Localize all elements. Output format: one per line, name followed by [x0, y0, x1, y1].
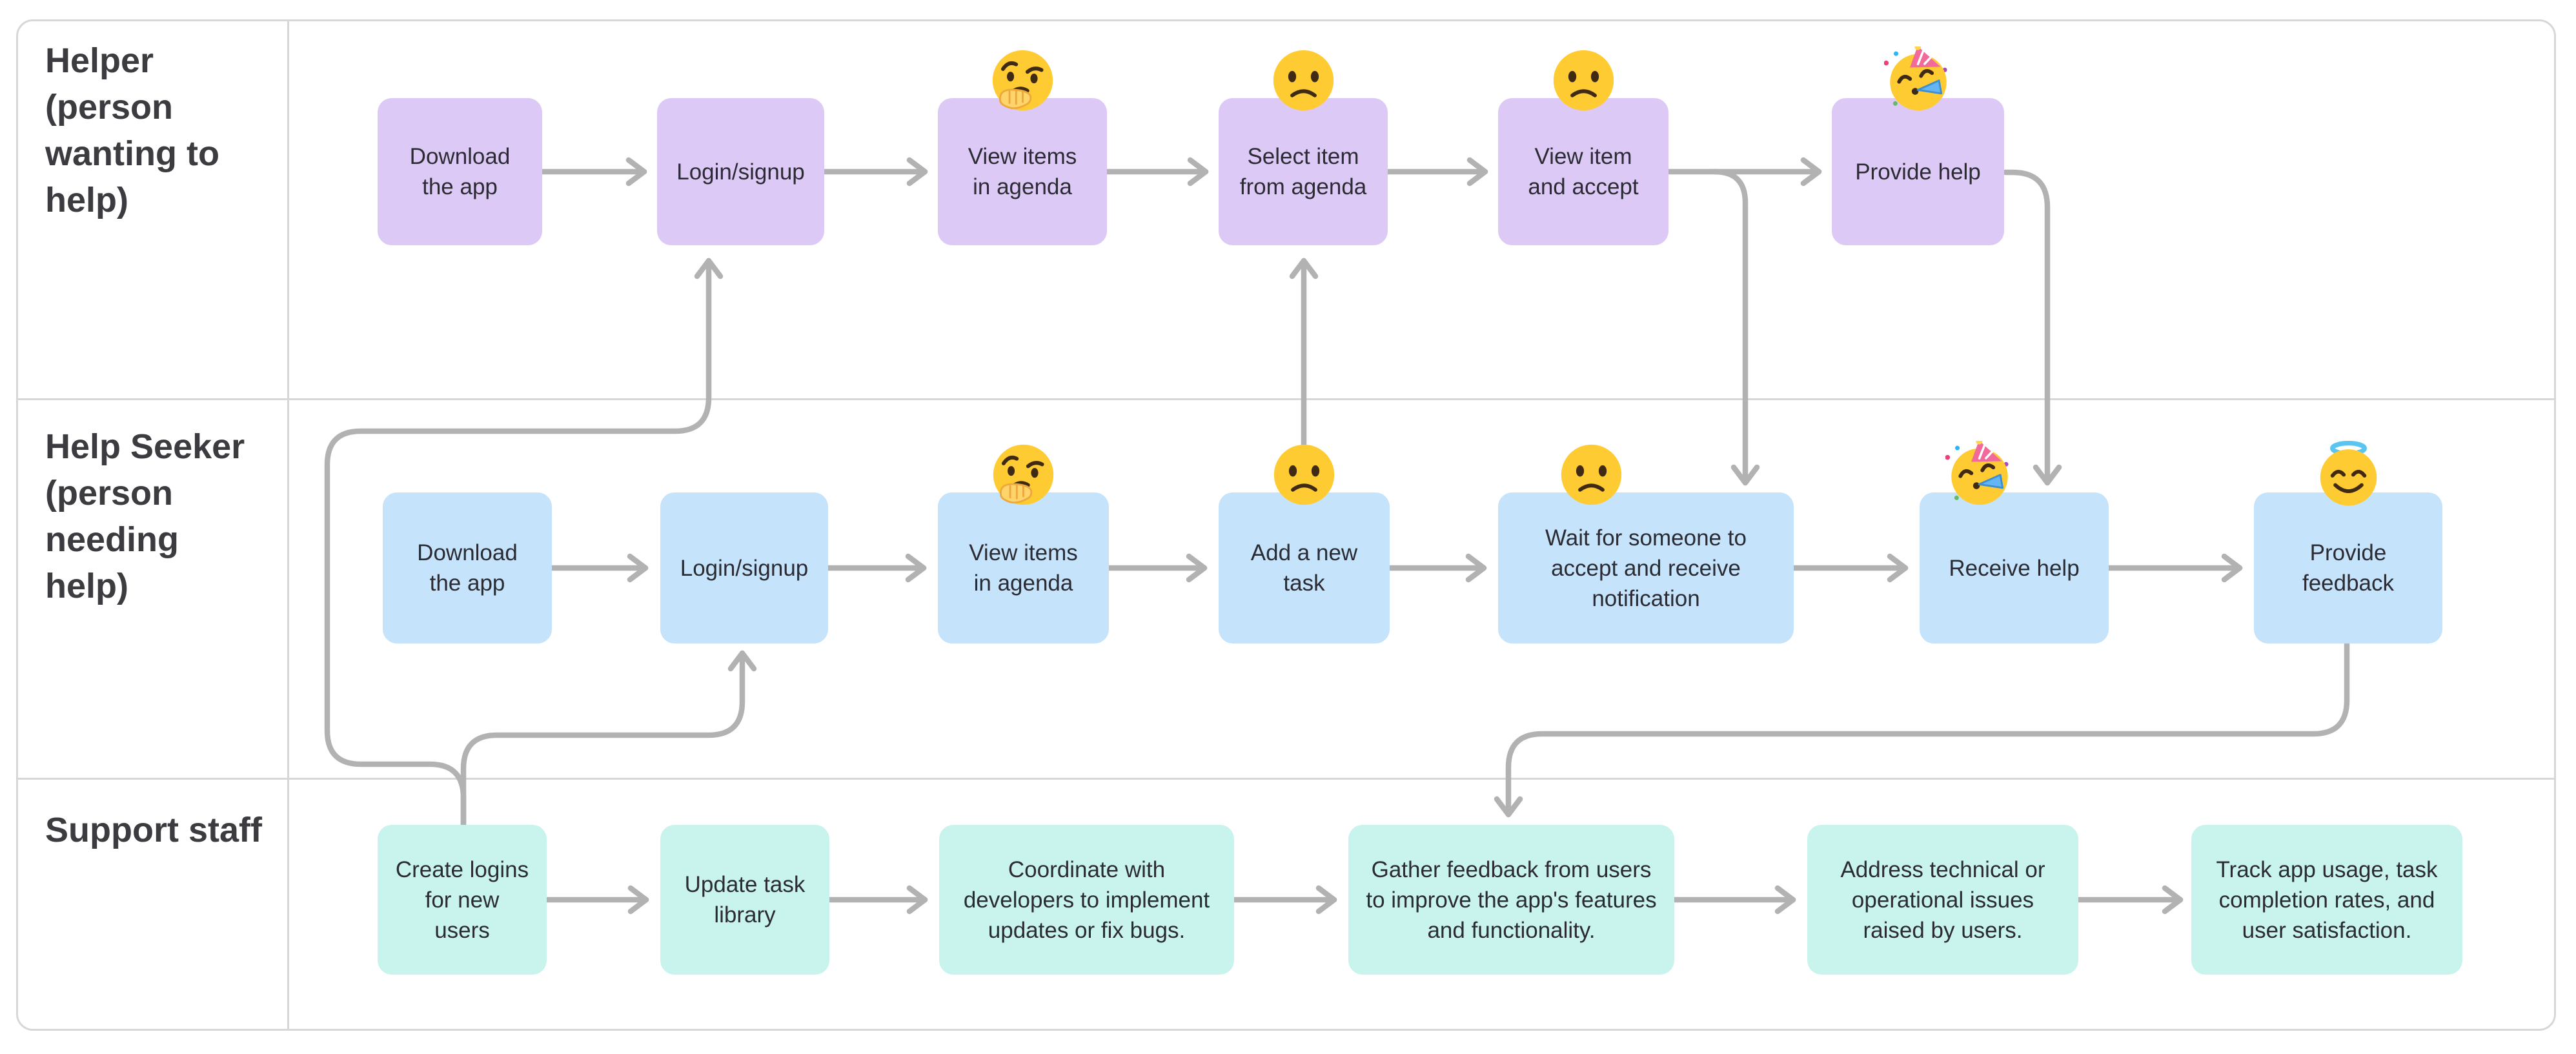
step-seeker-wait-accept[interactable]: Wait for someone to accept and receive n…: [1498, 444, 1794, 644]
step-label: Provide help: [1855, 159, 1981, 185]
lane-divider-2: [16, 778, 2556, 780]
arrow-viewitem-down-to-wait: [1711, 168, 1760, 486]
step-helper-select-item[interactable]: Select item from agenda: [1219, 50, 1388, 245]
step-staff-address-issues[interactable]: Address technical or operational issues …: [1807, 825, 2078, 975]
step-helper-download-app[interactable]: Download the app: [378, 98, 542, 245]
label-column-divider: [287, 19, 289, 1031]
step-seeker-receive-help[interactable]: Receive help: [1920, 441, 2109, 644]
step-seeker-view-items[interactable]: View items in agenda: [938, 444, 1109, 644]
step-helper-provide-help[interactable]: Provide help: [1832, 46, 2004, 245]
step-staff-track-usage[interactable]: Track app usage, task completion rates, …: [2191, 825, 2462, 975]
step-label: Receive help: [1949, 555, 2080, 581]
step-label: Login/signup: [680, 555, 809, 581]
arrow-createlogins-to-helper-login: [324, 258, 724, 828]
step-staff-gather-feedback[interactable]: Gather feedback from users to improve th…: [1348, 825, 1674, 975]
step-label: Track app usage, task completion rates, …: [2216, 856, 2438, 943]
lane-label-help-seeker: Help Seeker (person needing help): [45, 427, 245, 605]
step-label: Login/signup: [676, 159, 805, 185]
lane-divider-1: [16, 398, 2556, 400]
step-label: Coordinate with developers to implement …: [963, 856, 1210, 943]
step-label: View item and accept: [1528, 144, 1639, 199]
step-label: Download the app: [409, 144, 511, 199]
step-label: Update task library: [684, 872, 806, 927]
step-label: Download the app: [417, 540, 518, 596]
step-helper-view-accept[interactable]: View item and accept: [1498, 50, 1668, 245]
step-seeker-download-app[interactable]: Download the app: [383, 492, 552, 644]
step-helper-login-signup[interactable]: Login/signup: [657, 98, 824, 245]
step-staff-update-library[interactable]: Update task library: [660, 825, 829, 975]
step-staff-coordinate-devs[interactable]: Coordinate with developers to implement …: [939, 825, 1234, 975]
step-label: Add a new task: [1250, 540, 1358, 596]
step-label: Create logins for new users: [395, 856, 529, 943]
step-label: Wait for someone to accept and receive n…: [1545, 525, 1747, 611]
step-label: Select item from agenda: [1239, 144, 1367, 199]
step-label: View items in agenda: [968, 144, 1077, 199]
arrow-providehelp-down-to-receivehelp: [2002, 169, 2062, 486]
step-seeker-login-signup[interactable]: Login/signup: [660, 492, 828, 644]
step-seeker-add-task[interactable]: Add a new task: [1219, 444, 1390, 644]
lane-label-helper: Helper (person wanting to help): [45, 41, 219, 219]
step-staff-create-logins[interactable]: Create logins for new users: [378, 825, 547, 975]
arrow-createlogins-to-seeker-login: [460, 650, 757, 828]
step-seeker-provide-feedback[interactable]: Provide feedback: [2254, 441, 2442, 644]
step-label: View items in agenda: [969, 540, 1078, 596]
step-label: Address technical or operational issues …: [1840, 856, 2045, 943]
lane-label-support-staff: Support staff: [45, 811, 262, 849]
step-label: Gather feedback from users to improve th…: [1366, 856, 1657, 943]
arrow-feedback-down-to-gather: [1494, 640, 2350, 818]
step-label: Provide feedback: [2302, 540, 2395, 596]
step-helper-view-items[interactable]: View items in agenda: [938, 50, 1107, 245]
